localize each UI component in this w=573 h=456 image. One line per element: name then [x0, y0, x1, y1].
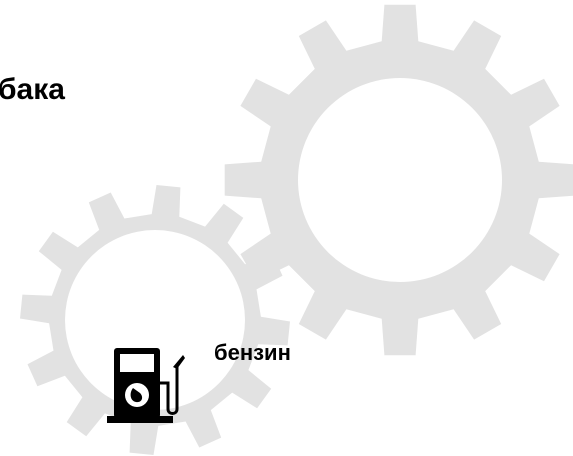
gear-hole: [298, 78, 502, 282]
heading-text: бака: [0, 70, 65, 110]
large-gear-icon: [225, 5, 573, 356]
fuel-label: бензин: [214, 339, 291, 367]
fuel-pump-icon: [103, 343, 185, 423]
